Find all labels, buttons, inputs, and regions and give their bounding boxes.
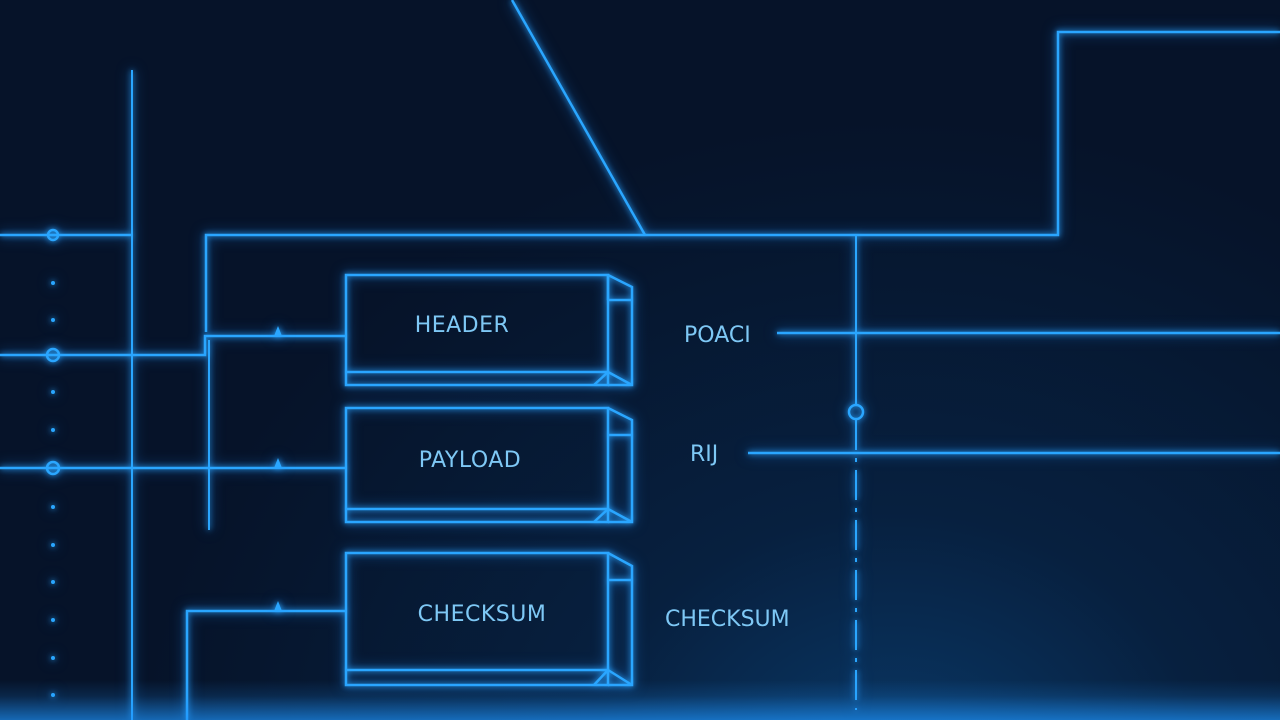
dotted-column xyxy=(51,281,282,697)
header-feed-wire xyxy=(0,334,346,357)
side-label-2: RIJ xyxy=(690,442,718,467)
block-payload xyxy=(344,406,634,524)
diagonal-wire xyxy=(510,0,647,236)
junction-node xyxy=(847,403,865,421)
side-label-3: CHECKSUM xyxy=(665,607,790,632)
block-label-payload: PAYLOAD xyxy=(419,448,522,473)
bottom-glow xyxy=(0,680,1280,720)
junction-node xyxy=(45,460,61,476)
junction-node xyxy=(46,228,60,242)
side-label-1: POACI xyxy=(684,323,751,348)
block-header xyxy=(344,273,634,387)
block-label-checksum: CHECKSUM xyxy=(418,602,547,627)
block-label-header: HEADER xyxy=(415,313,510,338)
top-bus-wire xyxy=(204,30,1280,332)
junction-node xyxy=(45,347,61,363)
